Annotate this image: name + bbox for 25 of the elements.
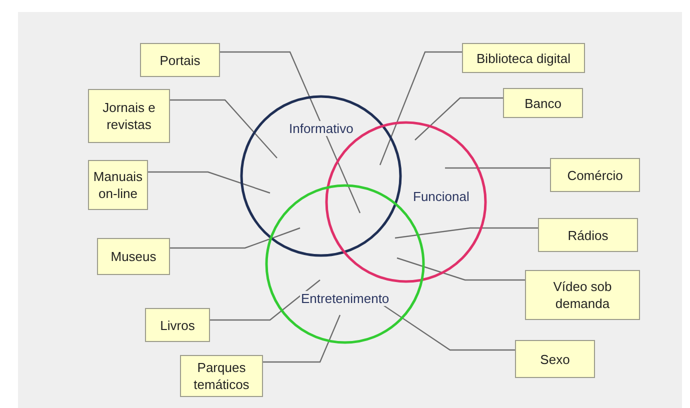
label-box: Jornais e revistas	[88, 89, 170, 143]
set-label: Informativo	[288, 120, 354, 136]
set-label: Entretenimento	[300, 290, 390, 306]
label-box: Banco	[503, 88, 583, 118]
label-box: Vídeo sob demanda	[525, 270, 640, 320]
leader-line	[210, 280, 320, 321]
label-box: Rádios	[538, 218, 638, 252]
leader-line	[414, 97, 503, 140]
label-box: Livros	[145, 308, 210, 342]
label-box: Museus	[97, 238, 170, 275]
label-box: Manuais on-line	[88, 160, 148, 210]
leader-line	[263, 314, 341, 363]
label-box: Portais	[140, 43, 220, 77]
label-box: Biblioteca digital	[462, 43, 585, 73]
leader-line	[396, 257, 525, 281]
leader-line	[170, 99, 278, 158]
leader-line	[148, 171, 270, 194]
set-label: Funcional	[412, 188, 470, 204]
label-box: Parques temáticos	[180, 355, 263, 397]
leader-line	[379, 51, 462, 166]
leader-line	[394, 227, 538, 239]
leader-line	[445, 167, 550, 169]
label-box: Sexo	[515, 340, 595, 378]
leader-line	[220, 51, 361, 214]
label-box: Comércio	[550, 158, 640, 192]
